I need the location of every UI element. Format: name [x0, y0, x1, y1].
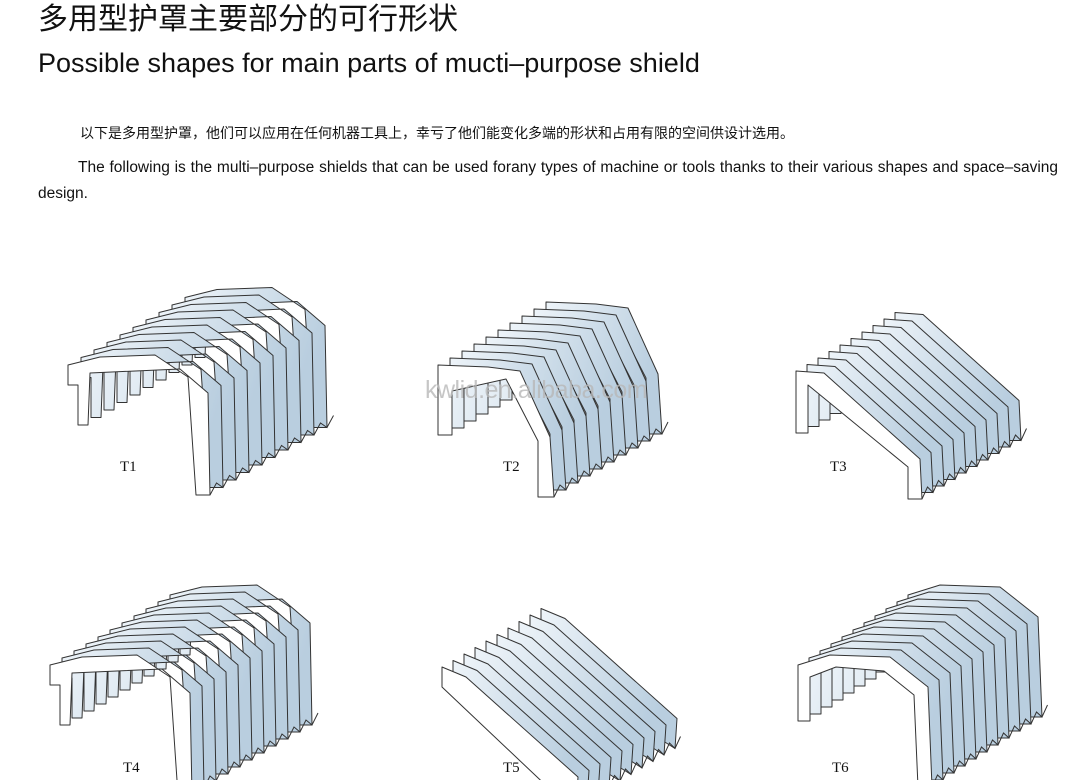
shape-label-t6: T6 — [832, 760, 849, 776]
shield-shape-t3-illustration — [795, 312, 1027, 500]
shield-shape-t4-illustration — [49, 584, 319, 780]
shape-label-t3: T3 — [830, 459, 847, 475]
shield-t3-fold-edge — [921, 428, 1027, 500]
shield-t6-fold-edge — [934, 704, 1048, 780]
shield-t1-pleat-1 — [67, 354, 211, 496]
shield-t2-fold-edge — [553, 421, 669, 498]
shield-t1-fold-edge — [209, 415, 334, 496]
shape-label-t2: T2 — [503, 459, 520, 475]
shield-shape-t1-illustration — [67, 287, 334, 496]
shape-label-t5: T5 — [503, 760, 520, 776]
page-title-chinese: 多用型护罩主要部分的可行形状 — [38, 2, 458, 37]
shield-t4-fold-edge — [207, 712, 319, 780]
page-title-english: Possible shapes for main parts of mucti–… — [38, 48, 700, 78]
shield-shape-t2-illustration — [437, 301, 669, 498]
intro-text-chinese: 以下是多用型护罩，他们可以应用在任何机器工具上，幸亏了他们能变化多端的形状和占用… — [80, 126, 794, 142]
intro-text-english: The following is the multi–purpose shiel… — [38, 159, 1058, 202]
shield-shape-t5-illustration — [441, 608, 681, 780]
shield-t3-pleat-1 — [795, 370, 923, 500]
shield-t5-fold-edge — [611, 736, 681, 780]
shield-t6-pleat-1 — [797, 654, 933, 780]
watermark: kwlid.en.alibaba.com — [425, 376, 648, 404]
shield-shape-t6-illustration — [797, 584, 1048, 780]
shield-t4-pleat-1 — [49, 654, 193, 780]
shield-t5-pleat-1 — [441, 666, 579, 780]
shape-label-t1: T1 — [120, 459, 137, 475]
shape-label-t4: T4 — [123, 760, 140, 776]
shield-t2-pleat-1 — [437, 364, 555, 498]
